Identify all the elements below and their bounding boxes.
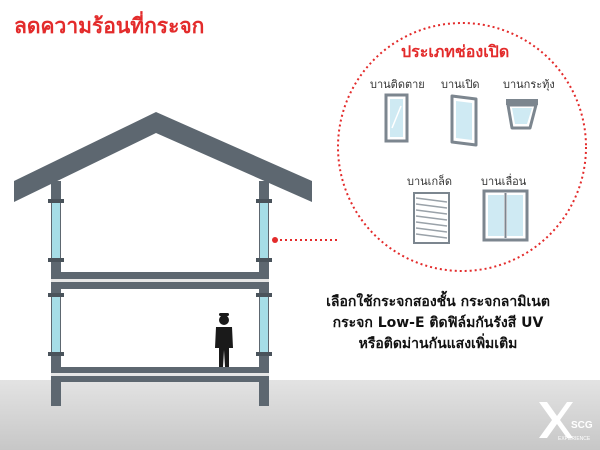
awning-window-label: บานกระทุ้ง xyxy=(503,78,555,91)
window-sill xyxy=(256,352,272,356)
window-sill xyxy=(48,352,64,356)
roof xyxy=(14,112,312,202)
louver-window-icon xyxy=(413,192,450,244)
casement-window-icon xyxy=(450,94,478,147)
fixed-window-icon xyxy=(384,93,409,143)
casement-window-label: บานเปิด xyxy=(441,78,480,91)
callout-anchor-dot xyxy=(272,237,278,243)
ground xyxy=(0,380,600,450)
fixed-window-label: บานติดตาย xyxy=(370,78,425,91)
window-sill xyxy=(256,199,272,203)
scg-experience-logo: SCG EXPERIENCE xyxy=(539,402,593,442)
person-silhouette xyxy=(215,313,233,367)
window-sill xyxy=(48,199,64,203)
caption-line: หรือติดม่านกันแสงเพิ่มเติม xyxy=(358,336,518,352)
sliding-window-icon xyxy=(482,189,529,242)
window-sill xyxy=(256,258,272,262)
window-types-callout-circle xyxy=(337,22,587,272)
upper-floor-line xyxy=(51,279,269,282)
right-upper-window xyxy=(260,203,268,258)
window-types-heading: ประเภทช่องเปิด xyxy=(401,42,510,61)
caption-line: เลือกใช้กระจกสองชั้น กระจกลามิเนต xyxy=(326,294,550,310)
logo-mark: SCG xyxy=(571,420,593,431)
caption-line: กระจก Low-E ติดฟิล์มกันรังสี UV xyxy=(332,315,544,331)
x-mark-icon xyxy=(539,402,573,438)
window-sill xyxy=(256,293,272,297)
page-title: ลดความร้อนที่กระจก xyxy=(14,14,205,38)
right-lower-window xyxy=(260,297,268,352)
left-upper-window xyxy=(52,203,60,258)
window-sill xyxy=(48,258,64,262)
window-sill xyxy=(48,293,64,297)
left-lower-window xyxy=(52,297,60,352)
awning-window-icon xyxy=(506,99,538,130)
sliding-window-label: บานเลื่อน xyxy=(481,175,527,188)
recommendation-caption: เลือกใช้กระจกสองชั้น กระจกลามิเนต กระจก … xyxy=(293,292,583,355)
louver-window-label: บานเกล็ด xyxy=(407,175,452,188)
logo-subtitle: EXPERIENCE xyxy=(558,436,591,442)
ground-floor-line xyxy=(51,373,269,376)
